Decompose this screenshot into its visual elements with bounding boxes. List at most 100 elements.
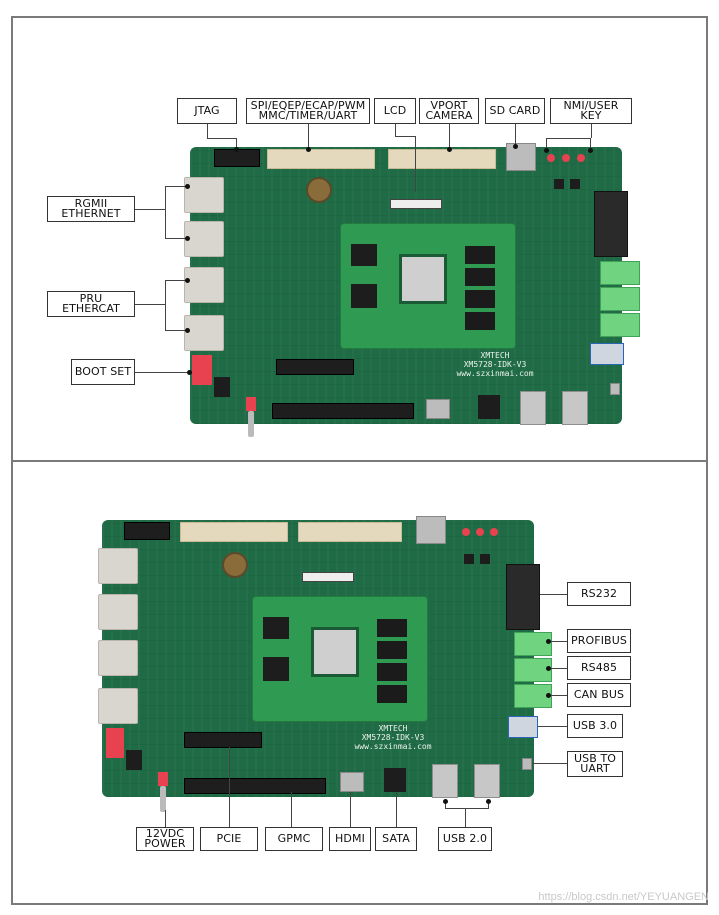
- label-text: CAN BUS: [573, 688, 625, 701]
- model-text: XM5728-IDK-V3: [463, 360, 527, 369]
- leader-dot: [588, 148, 593, 153]
- leader-line: [546, 138, 590, 139]
- label-hdmi: HDMI: [329, 827, 371, 851]
- profibus-terminal: [600, 261, 640, 285]
- ddr-chip: [465, 312, 495, 330]
- leader-line: [445, 802, 446, 808]
- profibus-terminal: [514, 632, 552, 656]
- rgmii-ethernet-port-1: [184, 177, 224, 213]
- usb20-port-1: [520, 391, 546, 425]
- leader-line: [540, 594, 567, 595]
- panel-divider: [11, 460, 708, 462]
- rs232-db9: [506, 564, 540, 630]
- label-text: 12VDC: [145, 827, 185, 840]
- power-switch-lever: [248, 411, 254, 437]
- label-text: VPORT: [430, 99, 468, 112]
- watermark: https://blog.csdn.net/YEYUANGEN: [538, 891, 709, 903]
- leader-dot: [185, 184, 190, 189]
- sd-card-slot: [416, 516, 446, 544]
- leader-line: [591, 124, 592, 138]
- pmic-chip: [351, 244, 377, 266]
- leader-line: [291, 792, 292, 827]
- label-text: USB 3.0: [572, 719, 618, 732]
- usb20-port-2: [562, 391, 588, 425]
- usb30-port: [508, 716, 538, 738]
- usb-uart-port: [610, 383, 620, 395]
- brand-text: XMTECH: [378, 724, 408, 733]
- leader-line: [135, 209, 165, 210]
- cpu-chip: [311, 627, 359, 677]
- pru-ethercat-port-1: [98, 640, 138, 676]
- rgmii-ethernet-port-1: [98, 548, 138, 584]
- hdmi-port: [426, 399, 450, 419]
- emmc-chip: [263, 657, 289, 681]
- label-text: RS485: [580, 661, 618, 674]
- leader-line: [207, 124, 208, 138]
- leader-line: [350, 792, 351, 827]
- label-text: USB 2.0: [442, 832, 488, 845]
- leader-line: [165, 280, 166, 330]
- camera-header: [388, 149, 496, 169]
- rs232-db9: [594, 191, 628, 257]
- label-gpmc: GPMC: [265, 827, 323, 851]
- label-text: ETHERCAT: [62, 302, 120, 315]
- label-text: PROFIBUS: [571, 634, 627, 647]
- leader-line: [236, 138, 237, 150]
- rs485-terminal: [600, 287, 640, 311]
- leader-dot: [486, 799, 491, 804]
- lcd-connector: [390, 199, 442, 209]
- leader-line: [532, 763, 567, 764]
- website-text: www.szxinmai.com: [456, 369, 534, 378]
- boot-dip-switch: [106, 728, 124, 758]
- label-text: UART: [580, 762, 610, 775]
- leader-dot: [447, 147, 452, 152]
- top-board: XMTECH XM5728-IDK-V3 www.szxinmai.com: [184, 143, 640, 425]
- rs485-terminal: [514, 658, 552, 682]
- pcie-slot: [276, 359, 354, 375]
- label-text: GPMC: [277, 832, 311, 845]
- rgmii-ethernet-port-2: [184, 221, 224, 257]
- label-sata: SATA: [375, 827, 417, 851]
- ddr-chip: [465, 268, 495, 286]
- sata-port: [384, 768, 406, 792]
- label-text: NMI/USER: [563, 99, 619, 112]
- label-text: SATA: [382, 832, 410, 845]
- leader-line: [546, 138, 547, 150]
- nmi-key: [547, 154, 555, 162]
- leader-line: [415, 136, 416, 192]
- pmic-chip: [263, 617, 289, 639]
- leader-line: [165, 330, 187, 331]
- label-text: PCIE: [216, 832, 242, 845]
- label-text: HDMI: [335, 832, 365, 845]
- som-module: [252, 596, 428, 722]
- leader-line: [548, 695, 567, 696]
- sata-port: [478, 395, 500, 419]
- user-key-1: [476, 528, 484, 536]
- rtc-battery: [306, 177, 332, 203]
- label-pcie: PCIE: [200, 827, 258, 851]
- leader-line: [165, 810, 166, 827]
- usb20-port-1: [432, 764, 458, 798]
- brand-text: XMTECH: [480, 351, 510, 360]
- leader-dot: [306, 147, 311, 152]
- leader-line: [538, 726, 567, 727]
- leader-line: [207, 138, 237, 139]
- label-text: POWER: [144, 837, 186, 850]
- user-key-2: [577, 154, 585, 162]
- leader-dot: [443, 799, 448, 804]
- model-text: XM5728-IDK-V3: [361, 733, 425, 742]
- pru-ethercat-port-2: [98, 688, 138, 724]
- label-sd-card: SD CARD: [485, 98, 545, 124]
- pcie-slot: [184, 732, 262, 748]
- power-switch: [158, 772, 168, 786]
- jtag-header: [124, 522, 170, 540]
- leader-line: [548, 641, 567, 642]
- label-usb20: USB 2.0: [438, 827, 492, 851]
- gpmc-header: [184, 778, 326, 794]
- label-profibus: PROFIBUS: [567, 629, 631, 653]
- label-can-bus: CAN BUS: [567, 683, 631, 707]
